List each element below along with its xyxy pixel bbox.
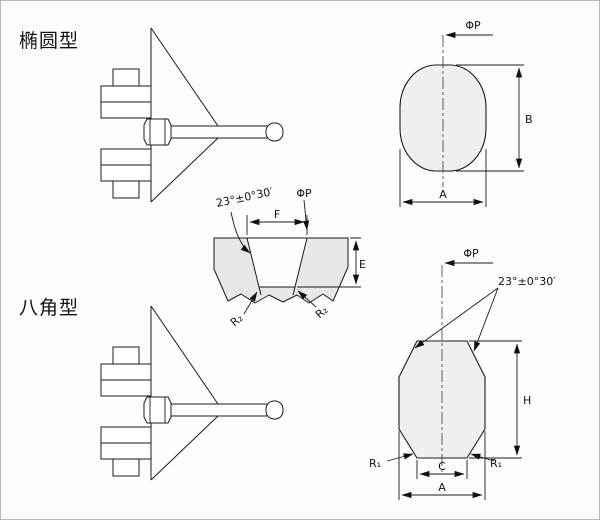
r1-right-leader — [470, 453, 495, 462]
dim-a-extension-lines-octagon — [398, 431, 486, 500]
dim-label-r1-left: R₁ — [369, 457, 381, 470]
groove-section-view: F ΦP 23°±0°30′ E R₂ R₂ — [213, 185, 366, 329]
r2-right-leader — [297, 290, 317, 308]
dim-label-c: C — [438, 460, 446, 473]
r1-left-leader — [386, 453, 414, 462]
dim-label-r1-right: R₁ — [490, 457, 502, 470]
angle-leader-left — [414, 287, 499, 349]
dim-label-angle-section: 23°±0°30′ — [215, 185, 275, 210]
dim-e-extension-lines — [297, 237, 361, 288]
octagonal-face-view: ΦP 23°±0°30′ H C A R₁ R₁ — [369, 247, 556, 500]
elliptical-punch-assembly-view — [100, 27, 284, 203]
dim-label-a-octagon: A — [438, 481, 446, 494]
phi-p-leader-section — [302, 199, 310, 231]
dim-label-r2-left: R₂ — [228, 311, 246, 329]
die-section-material — [213, 237, 349, 304]
angle-leader-section — [230, 211, 251, 254]
dim-a-extension-lines-ellipse — [399, 149, 487, 207]
dim-label-phi-p-ellipse: ΦP — [465, 19, 481, 32]
dim-label-h: H — [523, 394, 531, 407]
dim-label-phi-p-section: ΦP — [296, 187, 312, 200]
dim-label-phi-p-octagon: ΦP — [463, 247, 479, 260]
dim-b-extension-lines — [456, 64, 524, 172]
dim-label-b: B — [525, 113, 533, 126]
title-elliptical-type: 椭圆型 — [19, 30, 79, 52]
angle-leader-right — [473, 287, 499, 352]
groove-corner-marks — [258, 286, 296, 296]
dim-label-f: F — [274, 208, 280, 221]
title-octagonal-type: 八角型 — [19, 297, 79, 319]
r2-left-leader — [243, 291, 258, 315]
elliptical-face-view: ΦP B A — [399, 19, 533, 207]
octagonal-punch-assembly-view — [100, 305, 284, 481]
dim-label-e: E — [359, 258, 366, 271]
dim-label-a-ellipse: A — [439, 188, 447, 201]
dim-c-extension-lines — [416, 460, 468, 479]
dim-label-angle-octagon: 23°±0°30′ — [498, 275, 556, 288]
